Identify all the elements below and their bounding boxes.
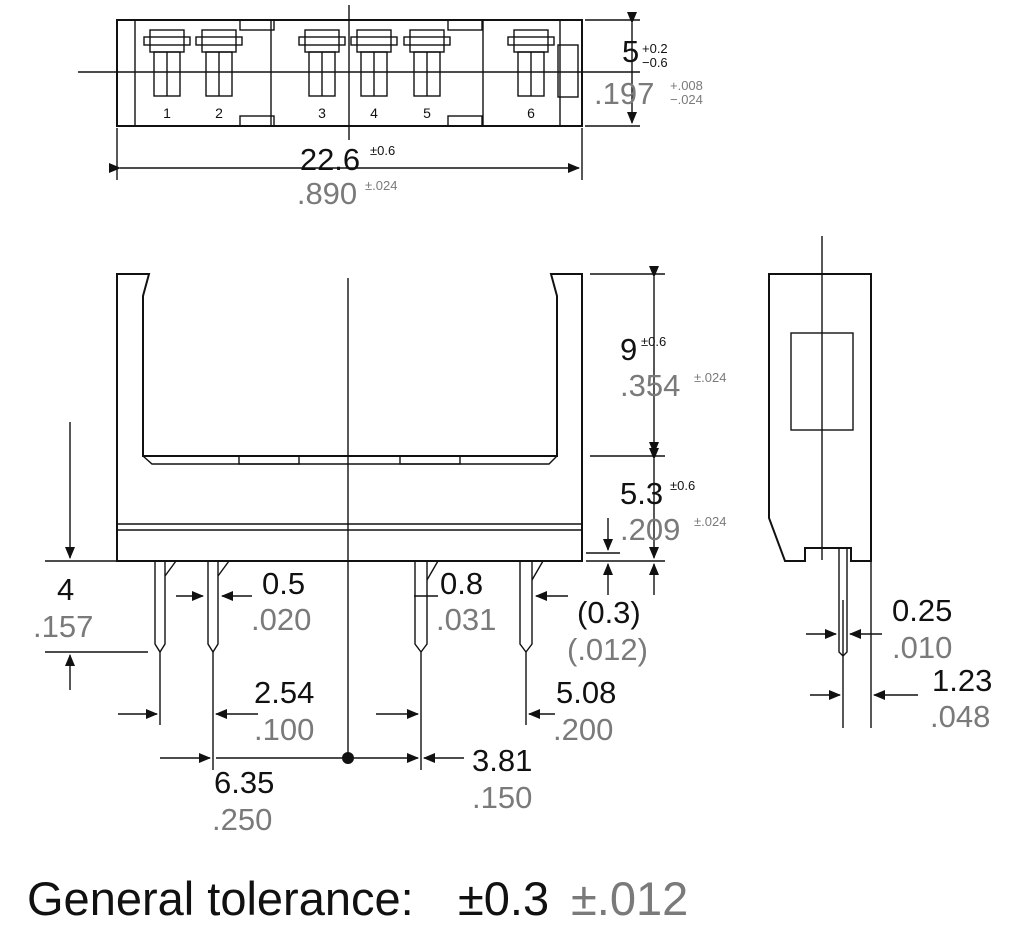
upper-height-mm-tol: ±0.6 (641, 334, 666, 349)
pin-thickness-mm: 0.25 (892, 593, 952, 628)
pitch-large-mm: 5.08 (556, 675, 616, 710)
front-view-body (116, 273, 583, 562)
offset-right-mm: 3.81 (472, 743, 532, 778)
width-in-tol: ±.024 (365, 178, 397, 193)
general-tolerance-note: General tolerance: ±0.3 ±.012 (27, 872, 688, 925)
pin-width-small-in: .020 (251, 602, 311, 637)
top-view: 1 2 3 4 5 6 22.6 ±0.6 .890 ±.024 5 +0.2 … (78, 5, 703, 211)
pitch-small-mm: 2.54 (254, 675, 314, 710)
pin-width-large-mm: 0.8 (440, 566, 483, 601)
general-tolerance-mm: ±0.3 (458, 872, 549, 925)
pin-length-in: .157 (33, 609, 93, 644)
pin-position-in: .048 (930, 699, 990, 734)
pin-number: 1 (163, 105, 171, 121)
general-tolerance-in: ±.012 (571, 872, 688, 925)
offset-left-in: .250 (212, 802, 272, 837)
upper-height-in-tol: ±.024 (694, 370, 726, 385)
front-view: 9 ±0.6 .354 ±.024 5.3 ±0.6 .209 ±.024 (0… (33, 266, 726, 837)
pin-length-mm: 4 (57, 572, 74, 607)
pin-thickness-in: .010 (892, 630, 952, 665)
base-height-in: .209 (620, 512, 680, 547)
height-mm-tol-plus: +0.2 (642, 41, 668, 56)
base-height-in-tol: ±.024 (694, 514, 726, 529)
pin-number: 3 (318, 105, 326, 121)
pin-number: 4 (370, 105, 378, 121)
height-in-tol-plus: +.008 (670, 78, 703, 93)
offset-left-mm: 6.35 (214, 765, 274, 800)
height-mm: 5 (622, 34, 639, 69)
pitch-small-in: .100 (254, 712, 314, 747)
pin-number: 5 (423, 105, 431, 121)
upper-height-mm: 9 (620, 332, 637, 367)
pitch-large-in: .200 (553, 712, 613, 747)
width-mm-tol: ±0.6 (370, 143, 395, 158)
standoff-in: (.012) (567, 632, 648, 667)
top-view-contacts (143, 29, 555, 97)
pin-number: 2 (215, 105, 223, 121)
general-tolerance-label: General tolerance: (27, 872, 414, 925)
side-view: 0.25 .010 1.23 .048 (768, 236, 992, 734)
height-in-tol-minus: −.024 (670, 92, 703, 107)
pin-width-large-in: .031 (436, 602, 496, 637)
upper-height-in: .354 (620, 368, 680, 403)
width-in: .890 (297, 176, 357, 211)
pin-number: 6 (527, 105, 535, 121)
width-mm: 22.6 (300, 142, 360, 177)
datum-point (342, 752, 354, 764)
height-in: .197 (594, 76, 654, 111)
side-view-body (768, 273, 872, 562)
base-height-mm: 5.3 (620, 476, 663, 511)
base-height-mm-tol: ±0.6 (670, 478, 695, 493)
offset-right-in: .150 (472, 780, 532, 815)
standoff-mm: (0.3) (577, 595, 641, 630)
height-mm-tol-minus: −0.6 (642, 55, 668, 70)
pin-width-small-mm: 0.5 (262, 566, 305, 601)
pin-position-mm: 1.23 (932, 663, 992, 698)
